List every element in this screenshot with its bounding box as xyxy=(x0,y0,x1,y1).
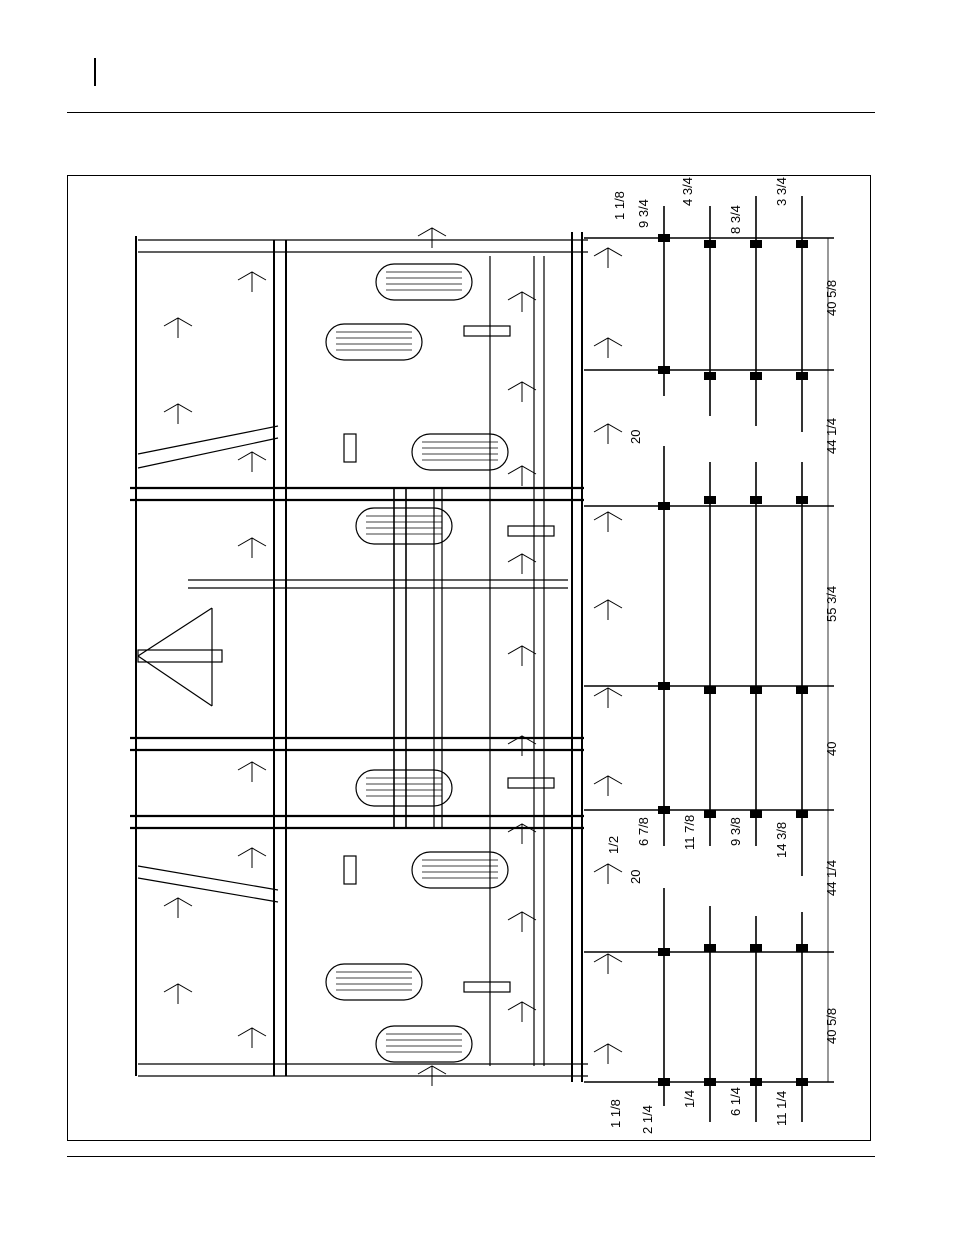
dim-bottom-4: 6 1/4 xyxy=(728,1087,743,1116)
dim-mid-5: 14 3/8 xyxy=(774,822,789,858)
dim-top-4: 8 3/4 xyxy=(728,205,743,234)
dim-mid-4: 9 3/8 xyxy=(728,817,743,846)
dim-span-2: 44 1/4 xyxy=(824,418,839,454)
dim-bottom-1: 1 1/8 xyxy=(608,1099,623,1128)
header-rule xyxy=(67,112,875,113)
dim-gap-1: 20 xyxy=(628,430,643,444)
dim-gap-2: 20 xyxy=(628,870,643,884)
figure-frame: 1 1/8 9 3/4 4 3/4 8 3/4 3 3/4 20 20 1/2 … xyxy=(67,175,871,1141)
header-vertical-bar xyxy=(94,58,96,86)
dim-mid-2: 6 7/8 xyxy=(636,817,651,846)
dim-bottom-3: 1/4 xyxy=(682,1090,697,1108)
dim-span-1: 40 5/8 xyxy=(824,280,839,316)
dim-top-1: 1 1/8 xyxy=(612,191,627,220)
dim-mid-1: 1/2 xyxy=(606,836,621,854)
implement-drawing: 1 1/8 9 3/4 4 3/4 8 3/4 3 3/4 20 20 1/2 … xyxy=(68,176,870,1140)
dim-top-5: 3 3/4 xyxy=(774,177,789,206)
dim-span-3: 55 3/4 xyxy=(824,586,839,622)
footer-rule xyxy=(67,1156,875,1157)
dim-span-5: 44 1/4 xyxy=(824,860,839,896)
dim-top-3: 4 3/4 xyxy=(680,177,695,206)
dim-bottom-5: 11 1/4 xyxy=(774,1091,789,1126)
dim-bottom-2: 2 1/4 xyxy=(640,1105,655,1134)
dim-span-4: 40 xyxy=(824,742,839,756)
dim-span-6: 40 5/8 xyxy=(824,1008,839,1044)
dim-mid-3: 11 7/8 xyxy=(682,815,697,850)
dim-top-2: 9 3/4 xyxy=(636,199,651,228)
